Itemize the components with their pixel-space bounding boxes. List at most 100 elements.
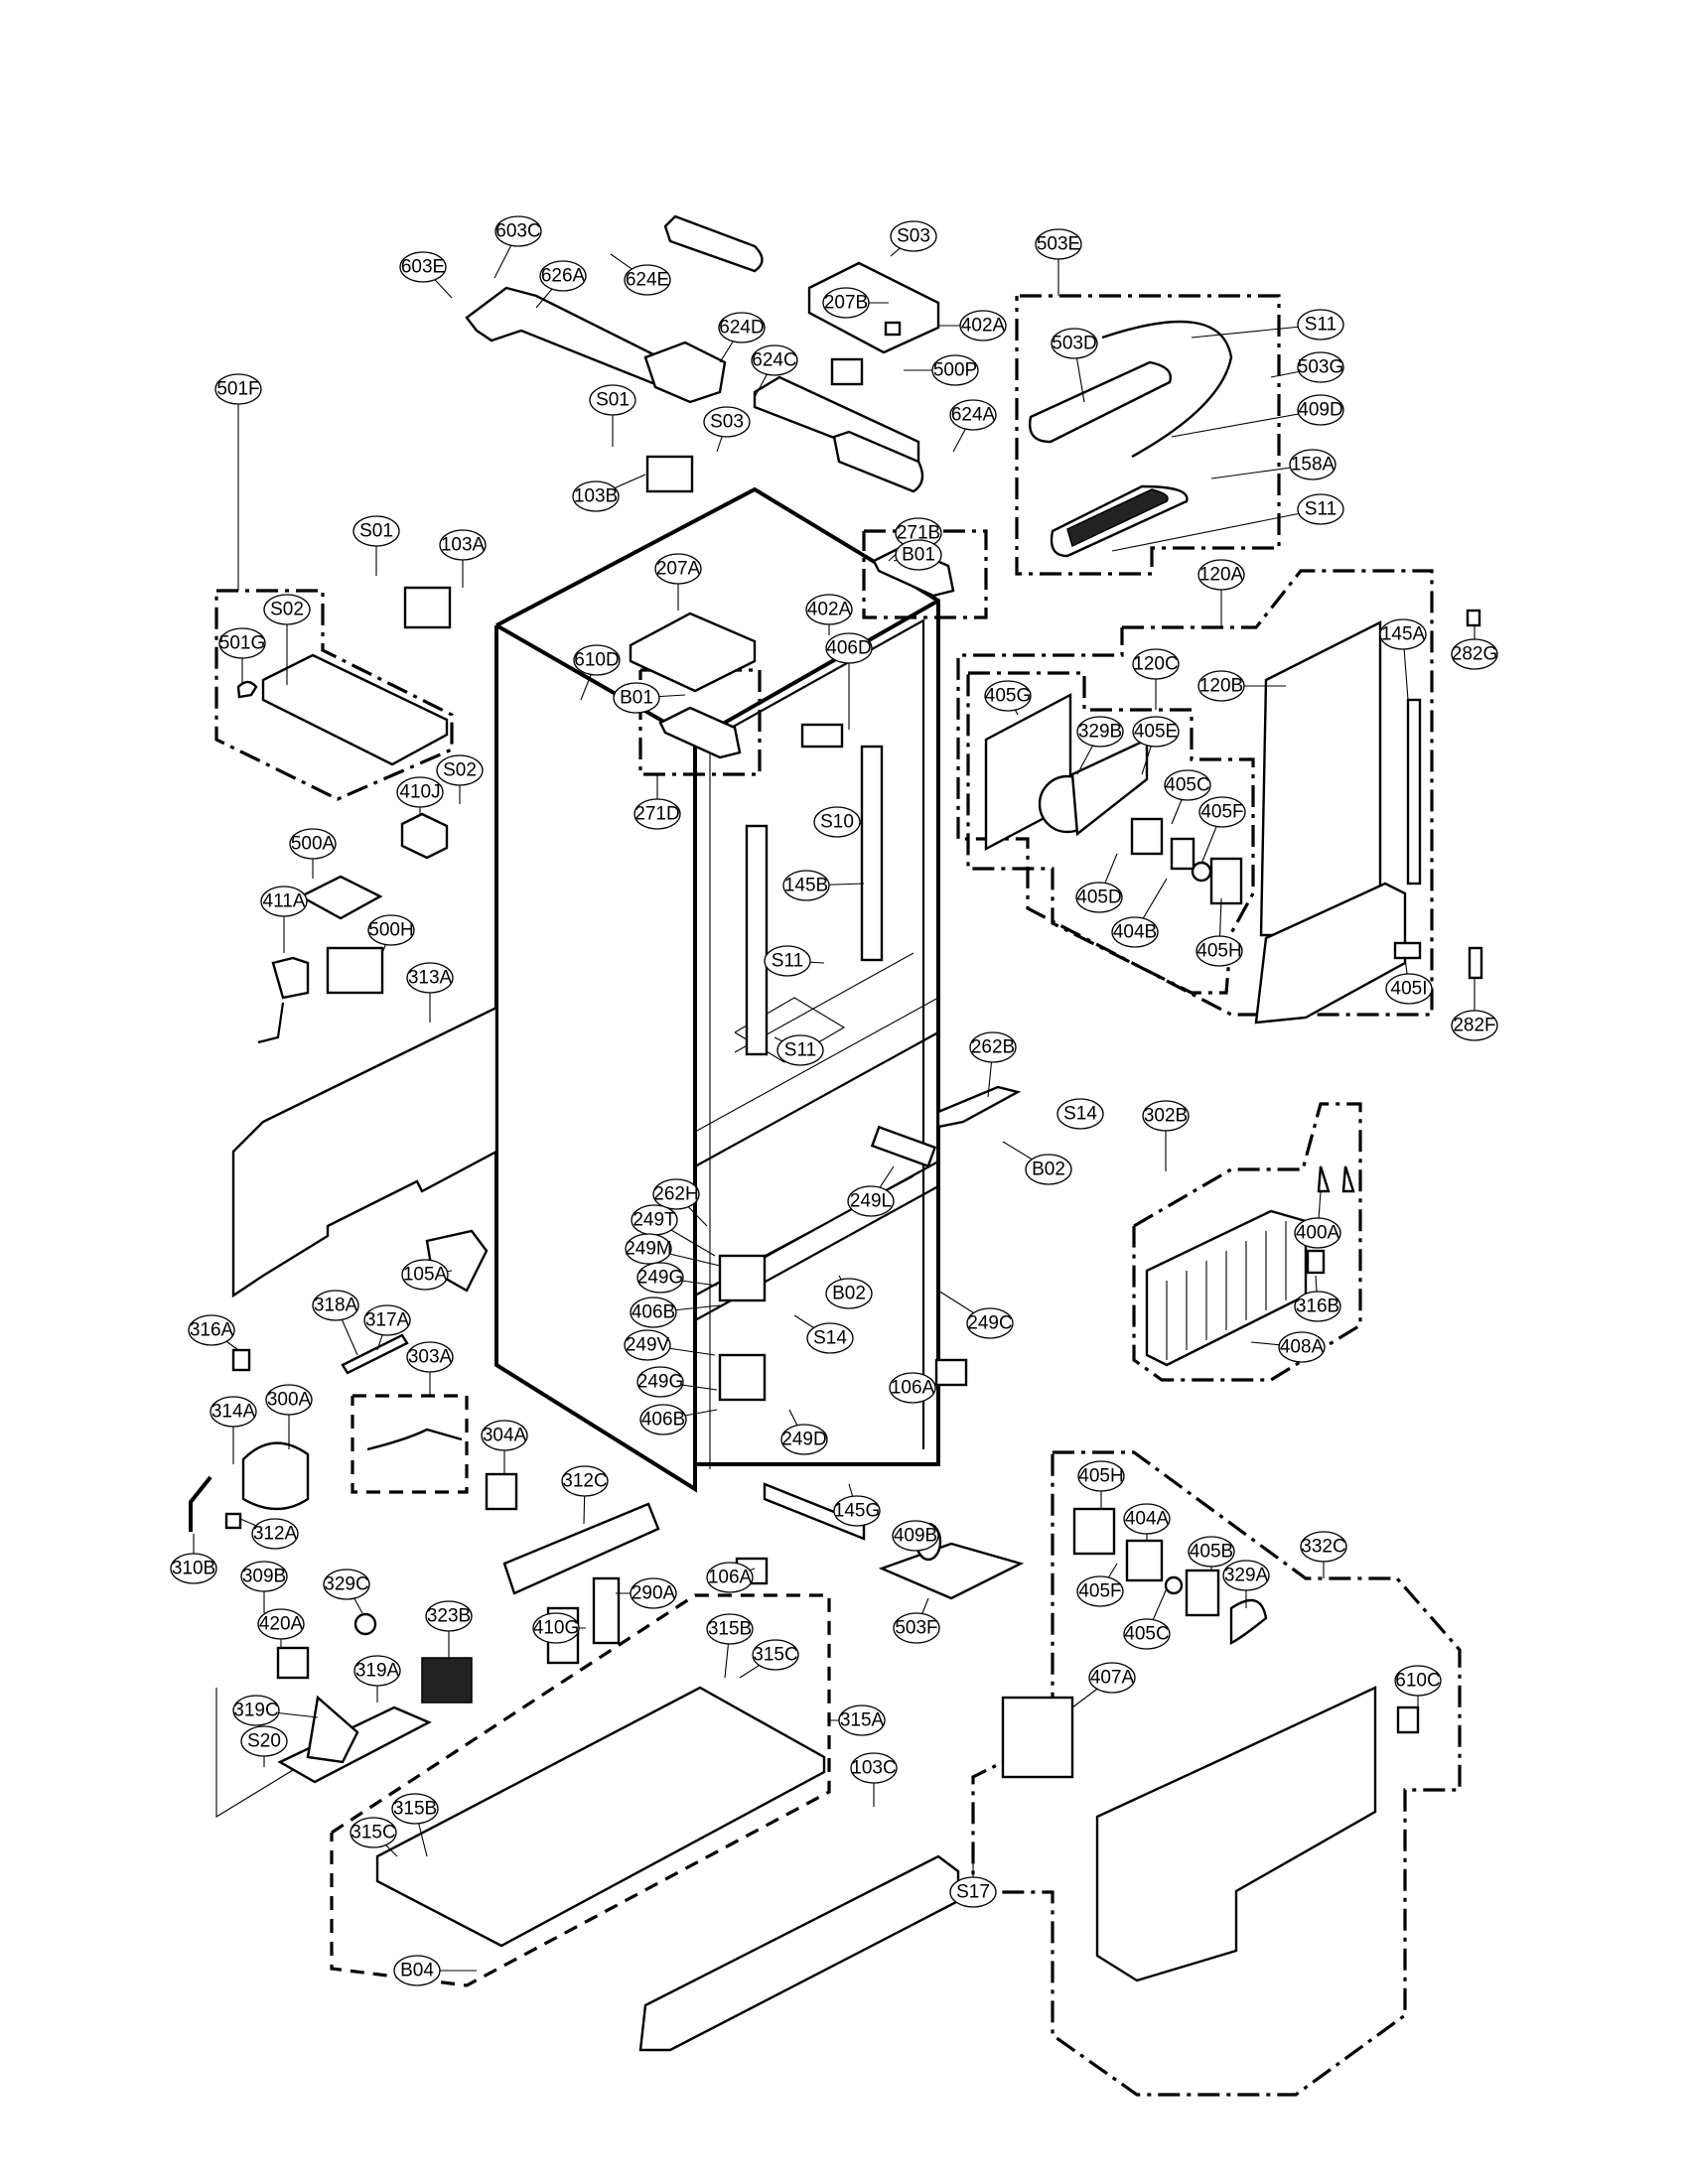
callout-b01[interactable]: B01 xyxy=(613,682,660,714)
callout-624c[interactable]: 624C xyxy=(751,344,798,376)
callout-103c[interactable]: 103C xyxy=(850,1752,898,1784)
callout-406b[interactable]: 406B xyxy=(630,1297,677,1328)
callout-309b[interactable]: 309B xyxy=(240,1561,288,1592)
callout-s01[interactable]: S01 xyxy=(589,384,636,416)
callout-s03[interactable]: S03 xyxy=(890,220,937,252)
callout-420a[interactable]: 420A xyxy=(257,1608,305,1640)
callout-503d[interactable]: 503D xyxy=(1051,328,1098,359)
callout-315c[interactable]: 315C xyxy=(752,1639,799,1671)
callout-249g[interactable]: 249G xyxy=(636,1262,684,1294)
callout-s14[interactable]: S14 xyxy=(1056,1098,1104,1130)
callout-282f[interactable]: 282F xyxy=(1451,1010,1498,1041)
callout-406d[interactable]: 406D xyxy=(825,632,873,664)
callout-s02[interactable]: S02 xyxy=(263,594,311,625)
callout-626a[interactable]: 626A xyxy=(539,260,587,292)
callout-106a[interactable]: 106A xyxy=(889,1372,936,1404)
callout-145b[interactable]: 145B xyxy=(782,870,830,901)
callout-s11[interactable]: S11 xyxy=(776,1034,824,1066)
callout-405b[interactable]: 405B xyxy=(1188,1536,1235,1568)
callout-329b[interactable]: 329B xyxy=(1076,716,1124,748)
callout-s01[interactable]: S01 xyxy=(352,515,400,547)
callout-410j[interactable]: 410J xyxy=(396,776,444,808)
callout-501g[interactable]: 501G xyxy=(218,627,266,659)
callout-106a[interactable]: 106A xyxy=(706,1562,754,1593)
callout-s20[interactable]: S20 xyxy=(240,1725,288,1757)
callout-500h[interactable]: 500H xyxy=(367,914,415,946)
callout-610c[interactable]: 610C xyxy=(1394,1665,1442,1697)
callout-500a[interactable]: 500A xyxy=(289,828,337,860)
callout-314a[interactable]: 314A xyxy=(210,1396,257,1428)
callout-b04[interactable]: B04 xyxy=(393,1955,441,1986)
callout-332c[interactable]: 332C xyxy=(1300,1531,1347,1563)
callout-610d[interactable]: 610D xyxy=(573,644,621,676)
callout-s11[interactable]: S11 xyxy=(1297,309,1344,341)
callout-290a[interactable]: 290A xyxy=(630,1577,677,1609)
callout-304a[interactable]: 304A xyxy=(481,1420,528,1451)
callout-145g[interactable]: 145G xyxy=(833,1495,881,1527)
callout-262h[interactable]: 262H xyxy=(652,1178,700,1210)
callout-405c[interactable]: 405C xyxy=(1123,1618,1171,1650)
callout-329a[interactable]: 329A xyxy=(1222,1560,1270,1591)
callout-405f[interactable]: 405F xyxy=(1198,796,1246,828)
callout-406b[interactable]: 406B xyxy=(639,1404,687,1435)
callout-207b[interactable]: 207B xyxy=(822,287,870,319)
callout-409d[interactable]: 409D xyxy=(1297,394,1344,426)
callout-318a[interactable]: 318A xyxy=(312,1290,359,1321)
callout-s14[interactable]: S14 xyxy=(806,1322,854,1354)
callout-249t[interactable]: 249T xyxy=(631,1204,678,1236)
callout-319a[interactable]: 319A xyxy=(353,1655,401,1687)
callout-158a[interactable]: 158A xyxy=(1289,449,1336,480)
callout-145a[interactable]: 145A xyxy=(1379,618,1427,650)
callout-409b[interactable]: 409B xyxy=(892,1520,939,1552)
callout-303a[interactable]: 303A xyxy=(406,1341,454,1373)
callout-408a[interactable]: 408A xyxy=(1278,1331,1326,1363)
callout-310b[interactable]: 310B xyxy=(170,1553,217,1584)
callout-603c[interactable]: 603C xyxy=(494,215,542,247)
callout-249l[interactable]: 249L xyxy=(847,1185,895,1217)
callout-313a[interactable]: 313A xyxy=(406,962,454,994)
callout-249v[interactable]: 249V xyxy=(624,1329,671,1361)
callout-s11[interactable]: S11 xyxy=(764,945,811,977)
callout-b02[interactable]: B02 xyxy=(1025,1154,1072,1185)
callout-312a[interactable]: 312A xyxy=(251,1518,299,1550)
callout-312c[interactable]: 312C xyxy=(561,1465,609,1497)
callout-105a[interactable]: 105A xyxy=(401,1259,449,1291)
callout-501f[interactable]: 501F xyxy=(214,373,262,405)
callout-b01[interactable]: B01 xyxy=(895,539,942,571)
callout-249c[interactable]: 249C xyxy=(966,1307,1014,1339)
callout-405h[interactable]: 405H xyxy=(1077,1460,1125,1492)
callout-s10[interactable]: S10 xyxy=(813,806,861,838)
callout-410g[interactable]: 410G xyxy=(532,1612,580,1644)
callout-624d[interactable]: 624D xyxy=(718,312,766,343)
callout-319c[interactable]: 319C xyxy=(232,1695,280,1726)
callout-405i[interactable]: 405I xyxy=(1385,973,1433,1005)
callout-207a[interactable]: 207A xyxy=(654,553,702,585)
callout-103b[interactable]: 103B xyxy=(572,480,620,512)
callout-s03[interactable]: S03 xyxy=(703,406,751,438)
callout-271d[interactable]: 271D xyxy=(633,798,681,830)
callout-316a[interactable]: 316A xyxy=(188,1314,235,1346)
callout-624a[interactable]: 624A xyxy=(949,399,997,431)
callout-405g[interactable]: 405G xyxy=(984,680,1032,712)
callout-503g[interactable]: 503G xyxy=(1297,351,1344,383)
callout-329c[interactable]: 329C xyxy=(323,1569,370,1600)
callout-405e[interactable]: 405E xyxy=(1132,716,1180,748)
callout-315a[interactable]: 315A xyxy=(838,1705,886,1736)
callout-262b[interactable]: 262B xyxy=(969,1031,1017,1063)
callout-405h[interactable]: 405H xyxy=(1196,935,1243,967)
callout-316b[interactable]: 316B xyxy=(1294,1291,1341,1322)
callout-503e[interactable]: 503E xyxy=(1035,228,1082,260)
callout-323b[interactable]: 323B xyxy=(425,1600,473,1632)
callout-b02[interactable]: B02 xyxy=(825,1278,873,1309)
callout-315b[interactable]: 315B xyxy=(706,1613,754,1645)
callout-402a[interactable]: 402A xyxy=(959,310,1007,341)
callout-302b[interactable]: 302B xyxy=(1142,1100,1190,1132)
callout-s02[interactable]: S02 xyxy=(436,754,484,786)
callout-282g[interactable]: 282G xyxy=(1451,638,1498,670)
callout-s11[interactable]: S11 xyxy=(1297,493,1344,525)
callout-300a[interactable]: 300A xyxy=(265,1384,313,1416)
callout-405f[interactable]: 405F xyxy=(1076,1575,1124,1607)
callout-404b[interactable]: 404B xyxy=(1111,916,1159,948)
callout-120c[interactable]: 120C xyxy=(1132,648,1180,680)
callout-315c[interactable]: 315C xyxy=(350,1817,397,1848)
